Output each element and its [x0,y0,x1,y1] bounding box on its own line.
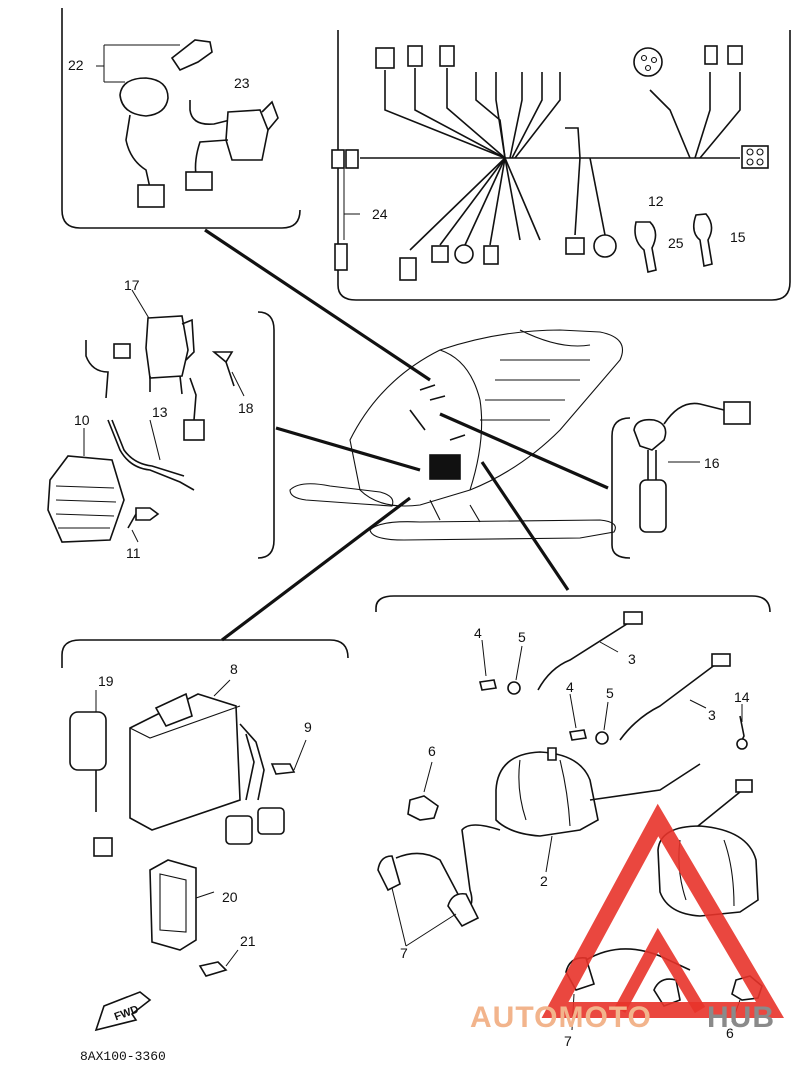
callout-6b: 6 [726,1025,734,1041]
callout-19: 19 [98,673,114,689]
callout-4b: 4 [566,679,574,695]
callout-12: 12 [648,193,664,209]
panel-frame-bottom-right [375,595,771,613]
callout-2: 2 [540,873,548,889]
watermark-part2: HUB [707,1001,775,1034]
automotohub-logo: AUTOMOTO HUB [470,803,785,1034]
callout-23: 23 [234,75,250,91]
callout-4a: 4 [474,625,482,641]
callout-25: 25 [668,235,684,251]
callout-5b: 5 [606,685,614,701]
panel-frame-mid-right [611,417,631,559]
panel-frame-mid-left [257,311,275,559]
regulator-relay-assembly [47,289,245,543]
callout-7a: 7 [400,945,408,961]
plug-assembly [633,401,751,533]
callout-21: 21 [240,933,256,949]
callout-18: 18 [238,400,254,416]
callout-17: 17 [124,277,140,293]
panel-frame-top-left [61,8,301,229]
callout-labels: 22 23 12 24 25 15 17 18 10 13 11 16 19 8… [68,57,750,1049]
callout-3a: 3 [628,651,636,667]
callout-16: 16 [704,455,720,471]
callout-24: 24 [372,206,388,222]
cdi-unit-assembly [69,679,307,977]
callout-5a: 5 [518,629,526,645]
watermark-part1: AUTOMOTO [470,1001,652,1034]
callout-9: 9 [304,719,312,735]
callout-8: 8 [230,661,238,677]
callout-13: 13 [152,404,168,420]
main-switch-assembly [96,39,279,208]
callout-11: 11 [126,545,141,561]
panel-frame-top-right [337,30,791,301]
panel-frame-bottom-left [61,639,349,668]
assembly-leaders [204,228,609,642]
callout-7b: 7 [564,1033,572,1049]
callout-3b: 3 [708,707,716,723]
callout-14: 14 [734,689,750,705]
snowmobile-outline [289,329,624,541]
drawing-code: 8AX100-3360 [80,1049,166,1064]
callout-10: 10 [74,412,90,428]
callout-15: 15 [730,229,746,245]
callout-6a: 6 [428,743,436,759]
callout-20: 20 [222,889,238,905]
wire-harness [331,45,769,281]
callout-22: 22 [68,57,84,73]
fwd-arrow-icon: FWD [94,991,152,1032]
